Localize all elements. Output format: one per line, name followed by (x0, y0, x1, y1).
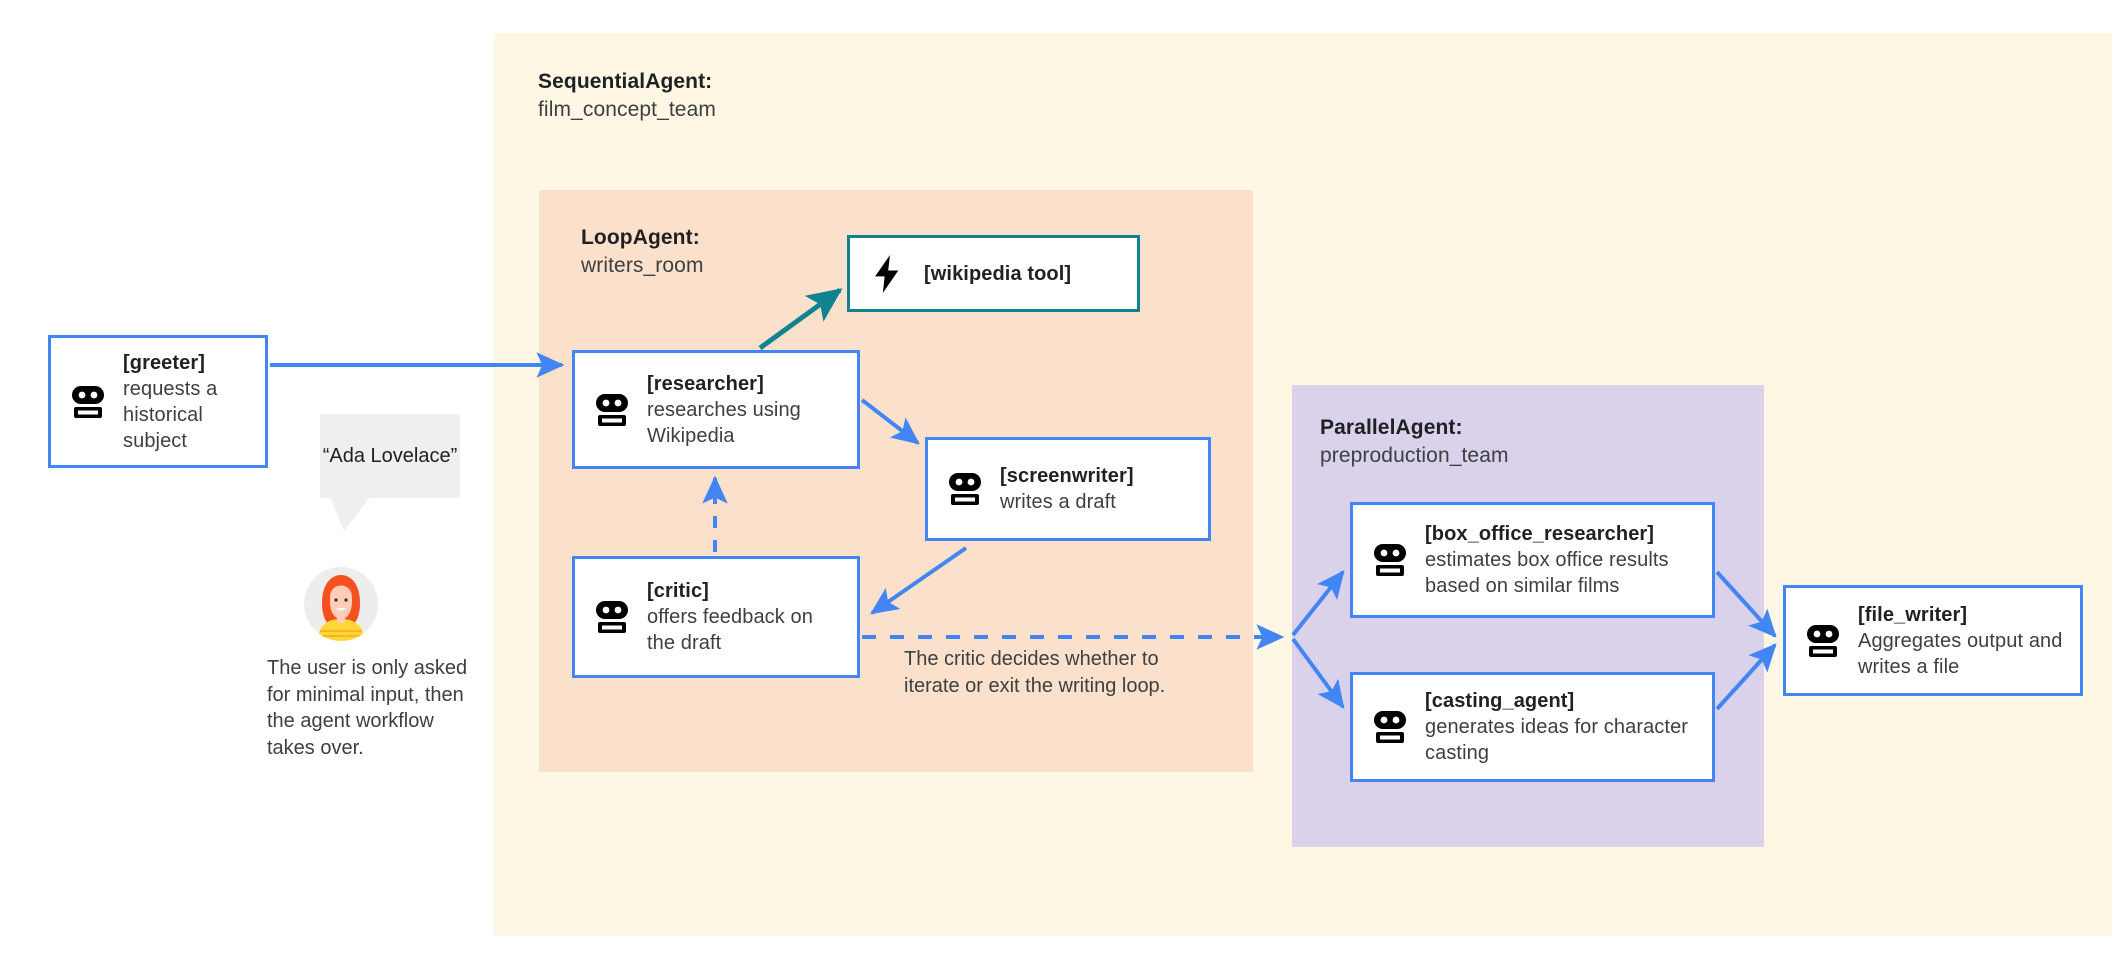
robot-icon (589, 390, 635, 430)
node-screenwriter-name: [screenwriter] (1000, 465, 1134, 487)
node-file-writer-text: [file_writer] Aggregates output and writ… (1858, 602, 2066, 680)
speech-bubble-tail (330, 497, 370, 531)
robot-icon (1367, 540, 1413, 580)
node-file-writer-name: [file_writer] (1858, 603, 1968, 626)
robot-icon (1367, 707, 1413, 747)
parallel-agent-name: preproduction_team (1320, 443, 1509, 467)
node-researcher-desc: researches using Wikipedia (647, 398, 801, 447)
node-researcher[interactable]: [researcher] researches using Wikipedia (572, 350, 860, 469)
node-greeter-name: [greeter] (123, 351, 206, 374)
node-screenwriter[interactable]: [screenwriter] writes a draft (925, 437, 1211, 541)
node-wikipedia-name: [wikipedia tool] (924, 262, 1072, 285)
parallel-agent-type: ParallelAgent: (1320, 416, 1463, 439)
user-caption: The user is only asked for minimal input… (267, 657, 468, 759)
node-critic-name: [critic] (647, 580, 709, 602)
node-box-office-researcher-name: [box_office_researcher] (1425, 523, 1655, 545)
sequential-agent-type: SequentialAgent: (538, 70, 713, 93)
node-greeter-desc: requests a historical subject (123, 377, 218, 452)
loop-agent-label: LoopAgent: writers_room (581, 224, 704, 279)
node-casting-agent[interactable]: [casting_agent] generates ideas for char… (1350, 672, 1715, 782)
avatar (304, 567, 378, 641)
node-casting-agent-name: [casting_agent] (1425, 690, 1575, 712)
robot-icon (65, 382, 111, 422)
node-greeter-text: [greeter] requests a historical subject (123, 350, 251, 454)
loop-agent-name: writers_room (581, 253, 704, 277)
node-critic-text: [critic] offers feedback on the draft (647, 578, 843, 656)
node-critic-desc: offers feedback on the draft (647, 606, 813, 654)
sequential-agent-name: film_concept_team (538, 97, 716, 121)
node-screenwriter-text: [screenwriter] writes a draft (1000, 463, 1134, 515)
robot-icon (942, 469, 988, 509)
robot-icon (589, 597, 635, 637)
speech-bubble-text: “Ada Lovelace” (322, 445, 458, 467)
speech-bubble: “Ada Lovelace” (320, 414, 460, 498)
node-file-writer-desc: Aggregates output and writes a file (1858, 629, 2063, 678)
lightning-bolt-icon (864, 254, 910, 293)
node-wikipedia-tool[interactable]: [wikipedia tool] (847, 235, 1140, 312)
node-box-office-researcher-desc: estimates box office results based on si… (1425, 549, 1669, 597)
node-researcher-name: [researcher] (647, 372, 764, 395)
sequential-agent-label: SequentialAgent: film_concept_team (538, 68, 716, 123)
node-casting-agent-text: [casting_agent] generates ideas for char… (1425, 688, 1698, 766)
node-greeter[interactable]: [greeter] requests a historical subject (48, 335, 268, 468)
node-file-writer[interactable]: [file_writer] Aggregates output and writ… (1783, 585, 2083, 696)
parallel-agent-label: ParallelAgent: preproduction_team (1320, 414, 1509, 469)
node-casting-agent-desc: generates ideas for character casting (1425, 716, 1689, 764)
node-critic[interactable]: [critic] offers feedback on the draft (572, 556, 860, 678)
node-researcher-text: [researcher] researches using Wikipedia (647, 371, 843, 449)
node-box-office-researcher[interactable]: [box_office_researcher] estimates box of… (1350, 502, 1715, 618)
loop-agent-type: LoopAgent: (581, 226, 700, 249)
node-screenwriter-desc: writes a draft (1000, 491, 1116, 513)
loop-exit-caption: The critic decides whether to iterate or… (904, 648, 1166, 697)
node-box-office-researcher-text: [box_office_researcher] estimates box of… (1425, 521, 1698, 599)
robot-icon (1800, 621, 1846, 661)
